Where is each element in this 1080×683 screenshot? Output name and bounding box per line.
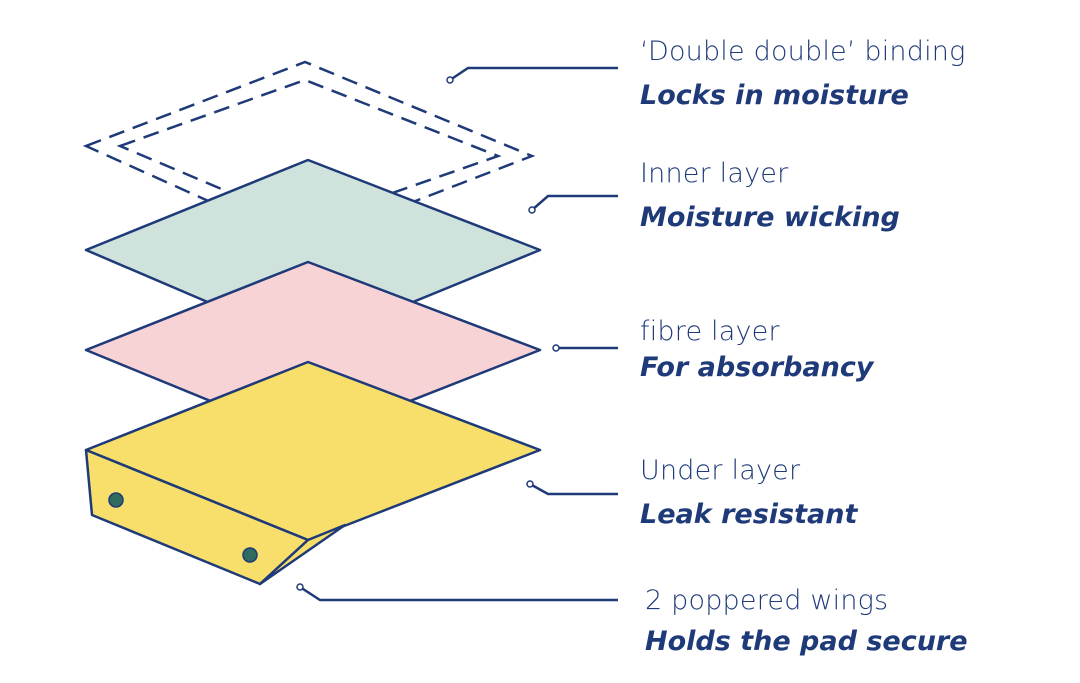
wings-label-title: 2 poppered wings xyxy=(645,585,889,616)
under-layer-label-title: Under layer xyxy=(640,455,801,486)
leader-inner xyxy=(531,194,618,211)
under-layer-label-subtitle: Leak resistant xyxy=(640,499,858,530)
leader-under xyxy=(529,482,618,496)
leader-dot-fibre xyxy=(552,344,560,352)
leader-wings xyxy=(299,585,618,602)
leader-lines xyxy=(299,66,618,602)
wings-label-subtitle: Holds the pad secure xyxy=(645,626,968,657)
wing-corner-fold xyxy=(258,523,347,586)
leader-dot-inner xyxy=(528,206,536,214)
inner-layer-label-title: Inner layer xyxy=(640,158,789,189)
leader-dot-wings xyxy=(296,583,304,591)
inner-layer-label-subtitle: Moisture wicking xyxy=(640,202,900,233)
fibre-layer-label-subtitle: For absorbancy xyxy=(640,352,874,383)
popper-right xyxy=(242,547,258,563)
leader-end-dots xyxy=(296,76,560,591)
popper-left xyxy=(108,492,124,508)
under-layer-shape xyxy=(84,360,542,586)
leader-dot-under xyxy=(526,480,534,488)
leader-dot-binding xyxy=(446,76,454,84)
leader-binding xyxy=(449,66,618,82)
binding-label-title: ‘Double double’ binding xyxy=(640,36,966,67)
binding-label-subtitle: Locks in moisture xyxy=(640,80,909,111)
fibre-layer-label-title: fibre layer xyxy=(640,316,780,347)
